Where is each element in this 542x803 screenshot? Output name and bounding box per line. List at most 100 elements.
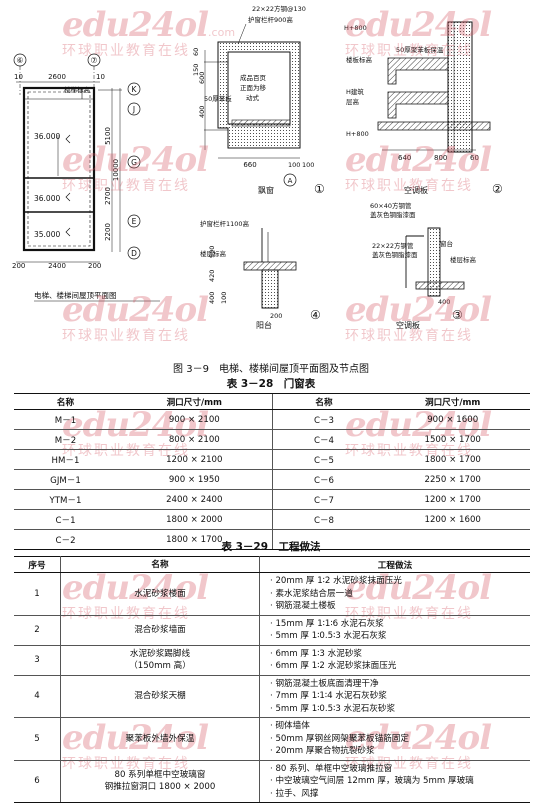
detail-label: H+800 (346, 130, 369, 138)
detail-1-bay-window: 22×22方钢@130 护窗栏杆900高 成品百页 正面为移 动式 50厚苯板 … (192, 4, 325, 196)
dim-text: 10000 (112, 159, 120, 181)
detail-name: 空调板 (396, 320, 420, 330)
table-header-row: 序号 名称 工程做法 (14, 556, 530, 573)
row-name: 聚苯板外墙外保温 (60, 717, 260, 761)
table-cell: 2400 × 2400 (117, 489, 273, 510)
row-name-line: 混合砂浆墙面 (134, 625, 186, 635)
method-item: · 5mm 厚 1∶0.5∶3 水泥石灰砂浆 (270, 703, 396, 714)
dim-text: 600 (198, 72, 206, 84)
table-cell: 900 × 1600 (375, 409, 530, 430)
table-cell: 1800 × 1700 (117, 529, 273, 550)
table-cell: 2250 × 1700 (375, 469, 530, 490)
row-methods: · 钢筋混凝土板底面清理干净 · 7mm 厚 1∶1∶4 水泥石灰砂浆 · 5m… (259, 675, 530, 718)
axis-label: A (288, 177, 293, 185)
table-row: 6 80 系列单框中空玻璃窗 钢推拉窗洞口 1800 × 2000 · 80 系… (14, 760, 530, 803)
drawings: ⑥ ⑦ 10 2600 10 36.000 36.000 35.000 楼梯标高 (12, 4, 503, 330)
table-cell: 1200 × 2100 (117, 449, 273, 470)
detail-label: 楼层标高 (450, 255, 477, 264)
row-name: 水泥砂浆踢脚线 （150mm 高） (60, 645, 260, 676)
column-header: 工程做法 (259, 556, 530, 573)
dim-text: 2200 (104, 223, 112, 241)
column-header: 洞口尺寸/mm (117, 393, 273, 410)
detail-2-ac-slab: H+800 50厚聚苯板保温 楼板标高 H建筑 层高 H+800 640 800… (344, 21, 503, 196)
table-row: 4 混合砂浆天棚 · 钢筋混凝土板底面清理干净 · 7mm 厚 1∶1∶4 水泥… (14, 675, 530, 718)
row-name-line: 水泥砂浆踢脚线 (129, 649, 191, 659)
dim-text: 60 (192, 48, 200, 56)
table-cell: C－2 (14, 529, 117, 550)
dim-text: 2700 (104, 187, 112, 205)
table-cell: C－8 (271, 509, 376, 530)
door-table-title: 表 3－28 门窗表 (226, 378, 316, 390)
table-cell: 900 × 1950 (117, 469, 273, 490)
table-cell: C－7 (271, 489, 376, 510)
method-item: · 20mm 厚 1∶2 水泥砂浆抹面压光 (270, 576, 402, 586)
table-cell: C－3 (271, 409, 376, 430)
row-name-line: （150mm 高） (129, 661, 191, 671)
detail-label: H建筑 (346, 87, 364, 96)
row-name-line: 水泥砂浆楼面 (134, 588, 186, 599)
plan-note: 楼梯标高 (64, 85, 91, 94)
table-row: 5 聚苯板外墙外保温 · 砌体墙体 · 50mm 厚钢丝网架聚苯板锚筋固定 · … (14, 717, 530, 761)
row-number: 4 (14, 675, 61, 718)
dim-text: 420 (208, 270, 216, 282)
method-item: · 拉手、风撑 (270, 788, 319, 799)
row-methods: · 80 系列、单框中空玻璃推拉窗 · 中空玻璃空气间层 12mm 厚，玻璃为 … (259, 760, 530, 803)
table-cell: 1500 × 1700 (375, 429, 530, 450)
method-item: · 15mm 厚 1∶1∶6 水泥石灰浆 (270, 618, 384, 629)
detail-label: 50厚聚苯板保温 (396, 45, 444, 54)
door-window-table: 名称 洞口尺寸/mm 名称 洞口尺寸/mm M－1 900 × 2100 C－3… (14, 393, 530, 550)
axis-label: J (132, 105, 135, 114)
method-item: · 50mm 厚钢丝网架聚苯板锚筋固定 (270, 733, 409, 744)
dim-text: 400 (198, 106, 206, 118)
detail-label: 22×22方钢@130 (252, 4, 306, 13)
column-header: 名称 (271, 393, 376, 410)
dim-text: 800 (434, 154, 447, 162)
dim-text: 900 (208, 246, 216, 258)
table-row: HM－1 1200 × 2100 C－5 1800 × 1700 (14, 449, 530, 470)
column-header: 名称 (14, 393, 117, 410)
table-cell: 800 × 2100 (117, 429, 273, 450)
row-methods: · 20mm 厚 1∶2 水泥砂浆抹面压光 · 素水泥浆结合层一道 · 钢筋混凝… (259, 572, 530, 616)
table-cell (375, 529, 530, 550)
method-item: · 钢筋混凝土楼板 (270, 601, 336, 611)
dim-text: 10 (14, 73, 23, 81)
method-item: · 80 系列、单框中空玻璃推拉窗 (270, 763, 393, 774)
table-cell: M－1 (14, 409, 117, 430)
detail-label: 护窗栏杆900高 (248, 15, 293, 24)
detail-label: 护窗栏杆1100高 (200, 219, 250, 228)
table-cell: HM－1 (14, 449, 117, 470)
table-cell: 1800 × 2000 (117, 509, 273, 530)
detail-number: ④ (310, 308, 321, 322)
detail-label: 窗台 (440, 239, 453, 248)
dim-text: 200 (270, 312, 282, 320)
dim-text: 150 (192, 64, 200, 76)
dim-text: 5100 (104, 127, 112, 145)
method-item: · 砌体墙体 (270, 721, 310, 731)
row-number: 6 (14, 760, 61, 803)
table-cell: C－5 (271, 449, 376, 470)
elevation-text: 35.000 (34, 230, 60, 239)
column-header: 序号 (14, 556, 61, 573)
detail-number: ③ (452, 308, 463, 322)
table-row: 2 混合砂浆墙面 · 15mm 厚 1∶1∶6 水泥石灰浆 · 5mm 厚 1∶… (14, 615, 530, 646)
dim-text: 60 (470, 154, 479, 162)
dim-text: 200 (12, 262, 25, 270)
table-cell: C－4 (271, 429, 376, 450)
table-row: M－2 800 × 2100 C－4 1500 × 1700 (14, 429, 530, 450)
dim-text: 400 (438, 298, 450, 306)
detail-4-balcony: 护窗栏杆1100高 楼层标高 900 420 400 100 200 阳台 ④ (200, 219, 321, 330)
dim-text: 2600 (48, 73, 66, 81)
axis-label: G (131, 158, 137, 167)
detail-label: 50厚苯板 (204, 94, 232, 103)
row-number: 1 (14, 572, 61, 616)
detail-label: 盖灰色钢脂漆面 (372, 250, 418, 259)
method-item: · 素水泥浆结合层一道 (270, 588, 353, 599)
axis-label: D (131, 249, 137, 258)
dim-text: 100 (302, 161, 314, 169)
method-item: · 5mm 厚 1∶0.5∶3 水泥石灰浆 (270, 631, 387, 641)
elevation-text: 36.000 (34, 132, 60, 141)
method-item: · 7mm 厚 1∶1∶4 水泥石灰砂浆 (270, 691, 387, 701)
table-cell: 1200 × 1600 (375, 509, 530, 530)
table-header-row: 名称 洞口尺寸/mm 名称 洞口尺寸/mm (14, 393, 530, 410)
row-name-line: 混合砂浆天棚 (134, 691, 186, 702)
